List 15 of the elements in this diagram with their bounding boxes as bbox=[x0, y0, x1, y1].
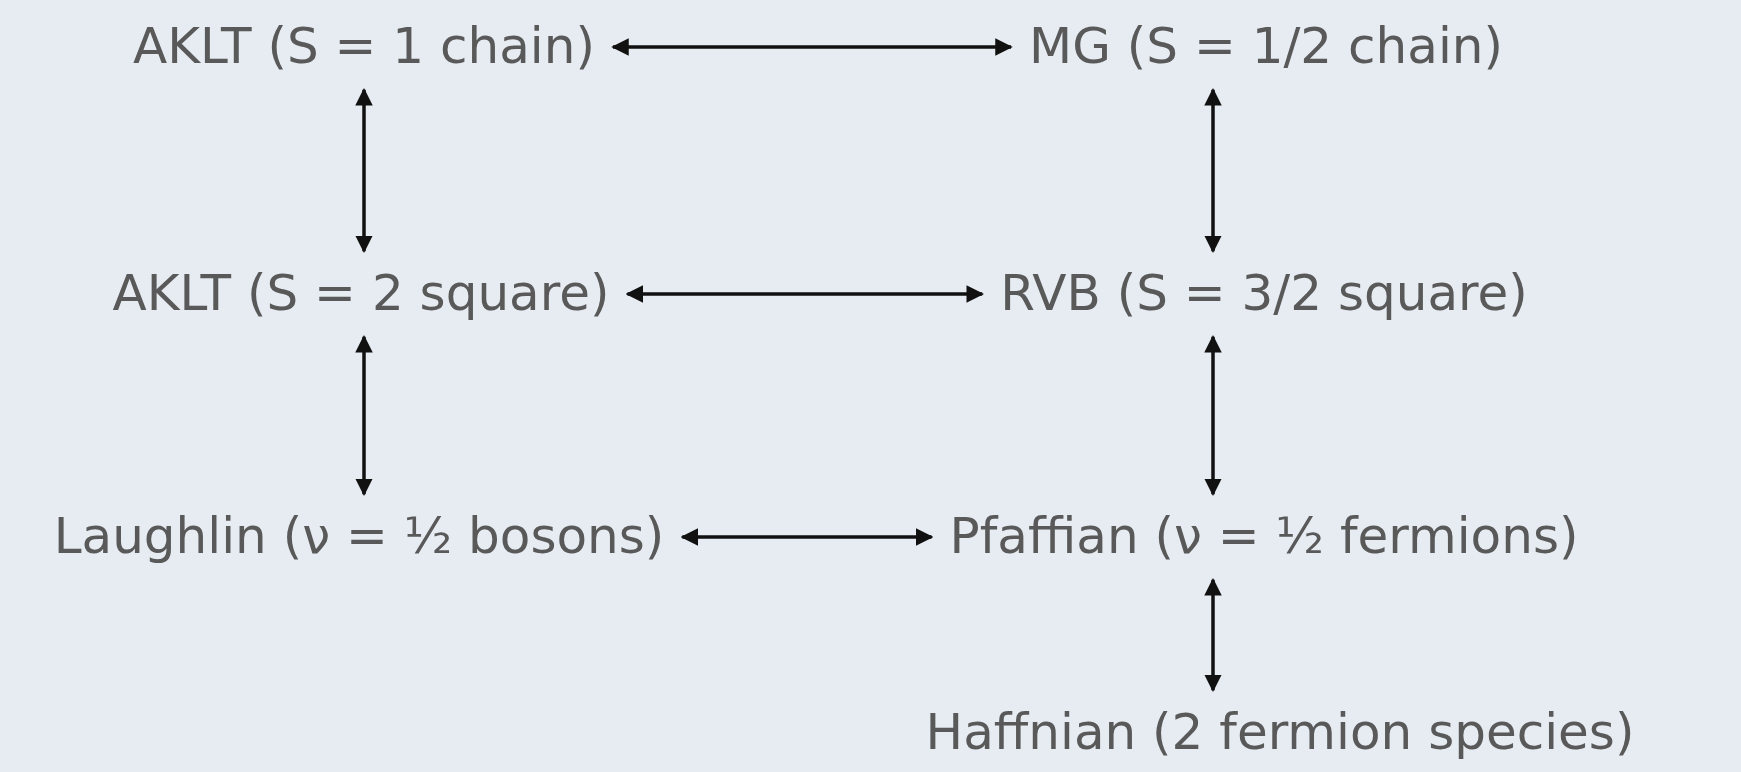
double-arrow bbox=[1204, 335, 1222, 496]
double-arrow bbox=[611, 38, 1013, 56]
double-arrow bbox=[1204, 578, 1222, 692]
double-arrow bbox=[680, 528, 934, 546]
node-label: AKLT (S = 2 square) bbox=[112, 264, 610, 323]
node-label: MG (S = 1/2 chain) bbox=[1029, 17, 1503, 76]
double-arrow bbox=[355, 88, 373, 253]
node-label: RVB (S = 3/2 square) bbox=[1000, 264, 1528, 323]
node-label: Haffnian (2 fermion species) bbox=[925, 703, 1635, 762]
node-label: AKLT (S = 1 chain) bbox=[133, 17, 595, 76]
node-label: Laughlin (ν = ½ bosons) bbox=[53, 507, 665, 566]
node-label: Pfaffian (ν = ½ fermions) bbox=[949, 507, 1579, 566]
double-arrow bbox=[355, 335, 373, 496]
double-arrow bbox=[625, 285, 984, 303]
double-arrow bbox=[1204, 88, 1222, 253]
